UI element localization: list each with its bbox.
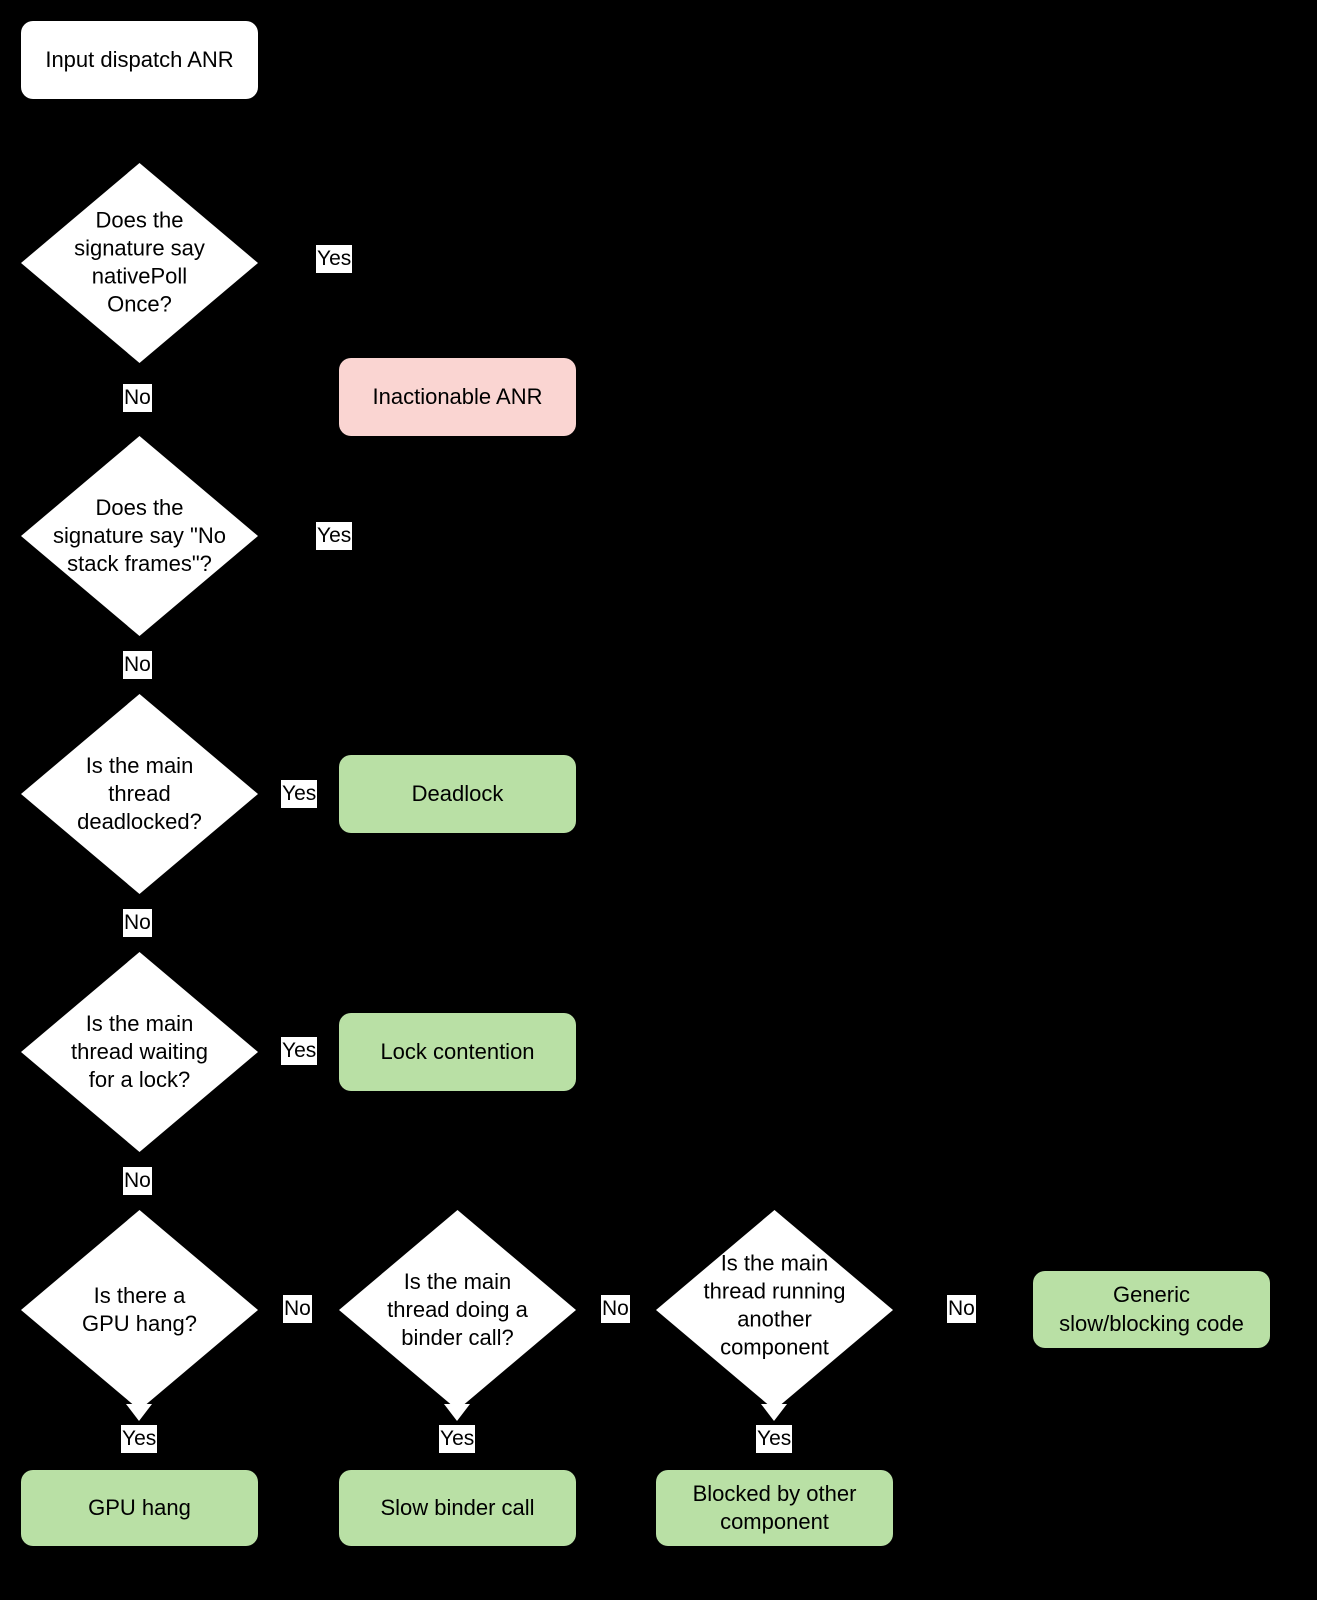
- diamond-shape: [21, 694, 258, 894]
- node-is-main-thread-running-another-component[interactable]: Is the main thread running another compo…: [656, 1210, 893, 1410]
- node-is-main-thread-doing-a-binder-call[interactable]: Is the main thread doing a binder call?: [339, 1210, 576, 1410]
- edge-label-component-yes: Yes: [756, 1425, 793, 1453]
- diamond-shape: [21, 1210, 258, 1410]
- edge-label-component-no: No: [947, 1295, 976, 1323]
- edge-label-nativepoll-yes: Yes: [316, 245, 353, 273]
- diamond-shape: [21, 436, 258, 636]
- arrow-binder-yes: [444, 1404, 470, 1421]
- node-is-main-thread-deadlocked[interactable]: Is the main thread deadlocked?: [21, 694, 258, 894]
- node-gpu-hang[interactable]: GPU hang: [21, 1470, 258, 1546]
- edge-label-gpu-yes: Yes: [121, 1425, 158, 1453]
- edge-label-lock-no: No: [123, 1167, 152, 1195]
- node-deadlock[interactable]: Deadlock: [339, 755, 576, 833]
- diamond-shape: [339, 1210, 576, 1410]
- edge-label-binder-yes: Yes: [439, 1425, 476, 1453]
- node-is-there-a-gpu-hang[interactable]: Is there a GPU hang?: [21, 1210, 258, 1410]
- node-blocked-by-other-component[interactable]: Blocked by other component: [656, 1470, 893, 1546]
- diamond-shape: [21, 163, 258, 363]
- edge-label-gpu-no: No: [283, 1295, 312, 1323]
- node-inactionable-anr[interactable]: Inactionable ANR: [339, 358, 576, 436]
- node-slow-binder-call[interactable]: Slow binder call: [339, 1470, 576, 1546]
- node-generic-slow-blocking-code[interactable]: Generic slow/blocking code: [1033, 1271, 1270, 1348]
- edge-label-binder-no: No: [601, 1295, 630, 1323]
- node-is-main-thread-waiting-for-a-lock[interactable]: Is the main thread waiting for a lock?: [21, 952, 258, 1152]
- node-lock-contention[interactable]: Lock contention: [339, 1013, 576, 1091]
- node-does-signature-say-no-stack-frames[interactable]: Does the signature say "No stack frames"…: [21, 436, 258, 636]
- edge-label-deadlock-no: No: [123, 909, 152, 937]
- node-input-dispatch-anr[interactable]: Input dispatch ANR: [21, 21, 258, 99]
- edge-label-noframes-no: No: [123, 651, 152, 679]
- diamond-shape: [21, 952, 258, 1152]
- node-does-signature-say-nativepollonce[interactable]: Does the signature say nativePoll Once?: [21, 163, 258, 363]
- edge-label-lock-yes: Yes: [281, 1037, 318, 1065]
- edge-label-nativepoll-no: No: [123, 384, 152, 412]
- arrow-gpu-yes: [126, 1404, 152, 1421]
- edge-label-noframes-yes: Yes: [316, 522, 353, 550]
- arrow-component-yes: [761, 1404, 787, 1421]
- edge-label-deadlock-yes: Yes: [281, 780, 318, 808]
- diamond-shape: [656, 1210, 893, 1410]
